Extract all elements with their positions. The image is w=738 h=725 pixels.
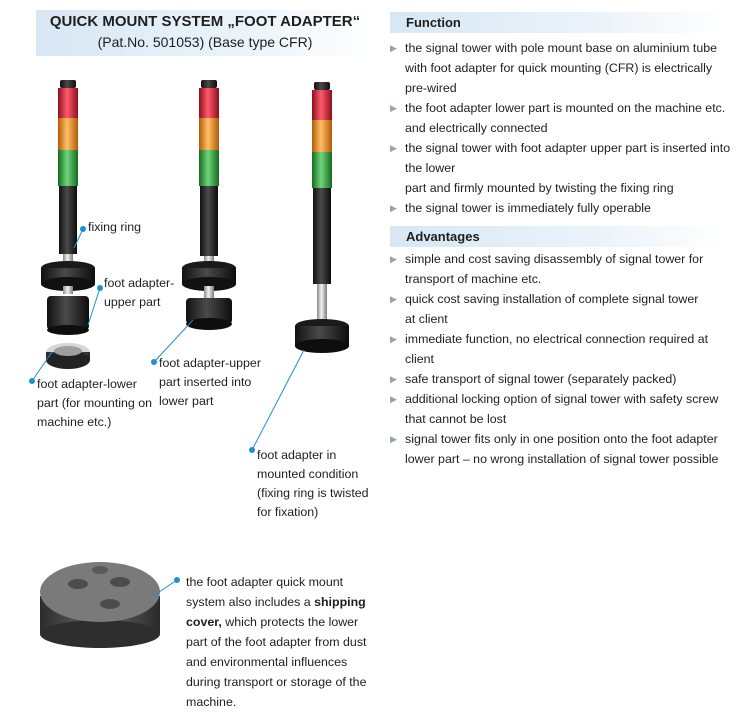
caption-fixing-ring: fixing ring <box>88 220 142 234</box>
list-item: ▶ the foot adapter lower part is mounted … <box>386 98 731 138</box>
shipping-cover-illustration <box>40 562 160 648</box>
function-heading: Function <box>390 12 728 33</box>
list-item-line: with foot adapter for quick mounting (CF… <box>405 61 713 75</box>
list-item-line: part and firmly mounted by twisting the … <box>405 181 674 195</box>
signal-tower-inserted <box>182 80 236 330</box>
list-item-line: transport of machine etc. <box>405 272 542 286</box>
list-item-line: the lower <box>405 161 456 175</box>
signal-tower-exploded <box>41 80 95 369</box>
list-item-line: the foot adapter lower part is mounted o… <box>405 101 726 115</box>
bullet-icon: ▶ <box>390 334 397 344</box>
callout-dot <box>97 285 103 291</box>
callout-dot <box>249 447 255 453</box>
caption-shipping-cover: the foot adapter quick mount system also… <box>186 575 367 709</box>
list-item-line: the signal tower is immediately fully op… <box>405 201 651 215</box>
list-item-line: immediate function, no electrical connec… <box>405 332 709 366</box>
advantages-list: ▶ simple and cost saving disassembly of s… <box>386 249 731 469</box>
list-item: ▶ simple and cost saving disassembly of s… <box>386 249 731 289</box>
list-item: ▶ the signal tower is immediately fully o… <box>386 198 731 218</box>
list-item-line: the signal tower with pole mount base on… <box>405 41 718 55</box>
function-list: ▶ the signal tower with pole mount base o… <box>386 38 731 218</box>
bullet-icon: ▶ <box>390 43 397 53</box>
list-item: ▶ the signal tower with pole mount base o… <box>386 38 731 98</box>
list-item: ▶ the signal tower with foot adapter uppe… <box>386 138 731 198</box>
list-item: ▶ quick cost saving installation of compl… <box>386 289 731 329</box>
callout-dot <box>174 577 180 583</box>
list-item-line: signal tower fits only in one position o… <box>405 432 718 446</box>
bullet-icon: ▶ <box>390 394 397 404</box>
list-item: ▶ additional locking option of signal tow… <box>386 389 731 429</box>
list-item-line: additional locking option of signal towe… <box>405 392 719 406</box>
bullet-icon: ▶ <box>390 254 397 264</box>
bullet-icon: ▶ <box>390 374 397 384</box>
bullet-icon: ▶ <box>390 294 397 304</box>
bullet-icon: ▶ <box>390 434 397 444</box>
signal-tower-mounted <box>295 82 349 353</box>
list-item-line: quick cost saving installation of comple… <box>405 292 699 306</box>
bullet-icon: ▶ <box>390 103 397 113</box>
title-banner: QUICK MOUNT SYSTEM „FOOT ADAPTER“ (Pat.N… <box>36 10 374 56</box>
callout-dot <box>151 359 157 365</box>
bullet-icon: ▶ <box>390 203 397 213</box>
list-item-line: simple and cost saving disassembly of si… <box>405 252 704 266</box>
list-item: ▶ signal tower fits only in one position … <box>386 429 731 469</box>
list-item-line: that cannot be lost <box>405 412 507 426</box>
list-item-line: pre-wired <box>405 81 457 95</box>
callout-dot <box>80 226 86 232</box>
callout-lines <box>31 228 305 599</box>
list-item-line: at client <box>405 312 448 326</box>
bullet-icon: ▶ <box>390 143 397 153</box>
advantages-heading: Advantages <box>390 226 728 247</box>
page-subtitle: (Pat.No. 501053) (Base type CFR) <box>97 34 313 50</box>
callout-dot <box>29 378 35 384</box>
list-item-line: lower part – no wrong installation of si… <box>405 452 719 466</box>
list-item-line: safe transport of signal tower (separate… <box>405 372 677 386</box>
page-title: QUICK MOUNT SYSTEM „FOOT ADAPTER“ <box>49 13 361 30</box>
list-item-line: the signal tower with foot adapter upper… <box>405 141 731 155</box>
caption-upper-part: foot adapter-upper part <box>104 276 175 309</box>
list-item: ▶ immediate function, no electrical conne… <box>386 329 731 369</box>
list-item-line: and electrically connected <box>405 121 548 135</box>
list-item: ▶ safe transport of signal tower (separat… <box>386 369 731 389</box>
